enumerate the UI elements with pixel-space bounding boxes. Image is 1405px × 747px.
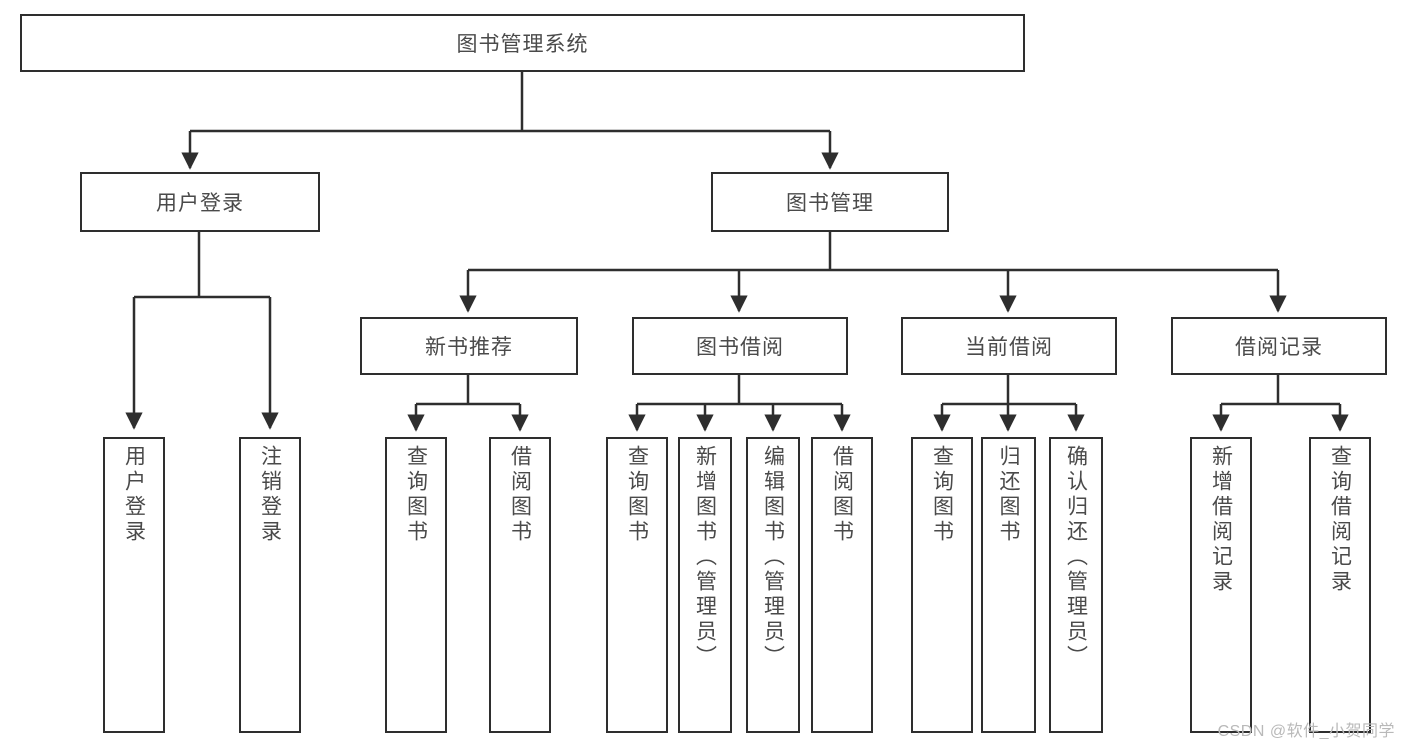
node-leaf-records-query[interactable]: 查询借阅记录 [1309,437,1371,733]
node-leaf-borrow-add-label: 新增图书（管理员） [693,445,717,670]
node-leaf-user-login[interactable]: 用户登录 [103,437,165,733]
node-leaf-borrow-edit-label: 编辑图书（管理员） [761,445,785,670]
node-leaf-user-logout-label: 注销登录 [258,445,282,545]
node-leaf-borrow-borrow[interactable]: 借阅图书 [811,437,873,733]
node-book-borrow[interactable]: 图书借阅 [632,317,848,375]
node-current-borrow[interactable]: 当前借阅 [901,317,1117,375]
node-leaf-borrow-edit[interactable]: 编辑图书（管理员） [746,437,800,733]
node-leaf-current-return[interactable]: 归还图书 [981,437,1036,733]
node-root-label: 图书管理系统 [456,33,589,56]
node-user-login-label: 用户登录 [156,192,244,215]
node-leaf-user-login-label: 用户登录 [122,445,146,545]
node-leaf-newbook-query[interactable]: 查询图书 [385,437,447,733]
node-book-borrow-label: 图书借阅 [696,336,784,359]
node-leaf-user-logout[interactable]: 注销登录 [239,437,301,733]
node-leaf-borrow-query-label: 查询图书 [625,445,649,545]
node-leaf-records-query-label: 查询借阅记录 [1328,445,1352,595]
node-leaf-newbook-query-label: 查询图书 [404,445,428,545]
node-book-management[interactable]: 图书管理 [711,172,949,232]
node-leaf-borrow-borrow-label: 借阅图书 [830,445,854,545]
node-leaf-records-add[interactable]: 新增借阅记录 [1190,437,1252,733]
node-leaf-borrow-add[interactable]: 新增图书（管理员） [678,437,732,733]
node-root[interactable]: 图书管理系统 [20,14,1025,72]
node-leaf-borrow-query[interactable]: 查询图书 [606,437,668,733]
node-book-management-label: 图书管理 [786,192,874,215]
node-leaf-current-confirm-label: 确认归还（管理员） [1064,445,1088,670]
node-borrow-records[interactable]: 借阅记录 [1171,317,1387,375]
node-new-book-recommend-label: 新书推荐 [425,336,513,359]
node-leaf-current-query-label: 查询图书 [930,445,954,545]
node-current-borrow-label: 当前借阅 [965,336,1053,359]
node-leaf-current-return-label: 归还图书 [997,445,1020,545]
node-leaf-current-confirm[interactable]: 确认归还（管理员） [1049,437,1103,733]
node-leaf-newbook-borrow-label: 借阅图书 [508,445,532,545]
node-leaf-records-add-label: 新增借阅记录 [1209,445,1233,595]
node-borrow-records-label: 借阅记录 [1235,336,1323,359]
node-leaf-newbook-borrow[interactable]: 借阅图书 [489,437,551,733]
node-user-login[interactable]: 用户登录 [80,172,320,232]
node-leaf-current-query[interactable]: 查询图书 [911,437,973,733]
node-new-book-recommend[interactable]: 新书推荐 [360,317,578,375]
